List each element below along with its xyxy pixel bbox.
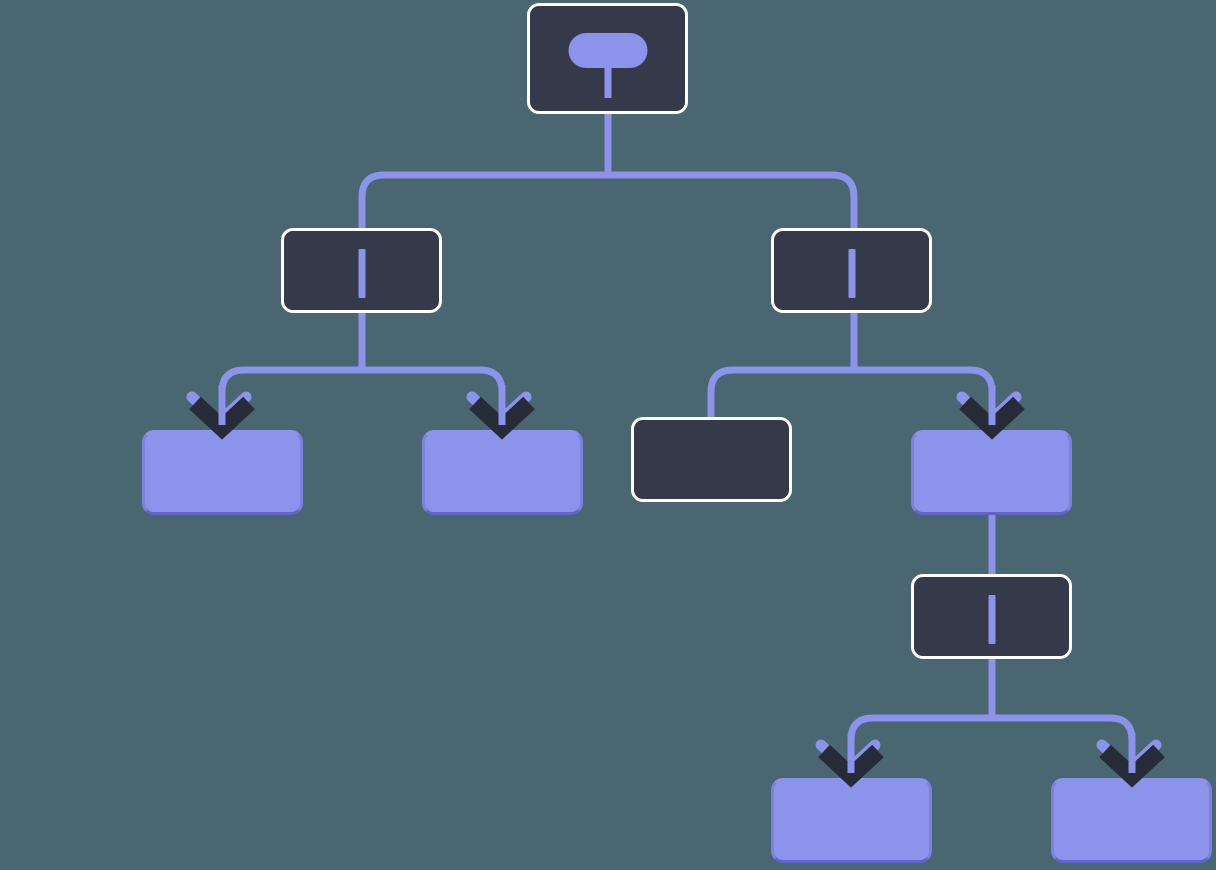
edge-edge-l2right-split (707, 313, 996, 430)
node-root[interactable] (527, 3, 688, 114)
node-l2-left[interactable] (281, 228, 442, 313)
node-inner-connector-line (848, 249, 855, 298)
node-l5-a[interactable] (771, 778, 932, 863)
node-inner-connector-line (358, 249, 365, 298)
node-inner-connector-line (988, 595, 995, 644)
node-l2-right[interactable] (771, 228, 932, 313)
node-pill-badge (568, 33, 647, 68)
node-l3-d[interactable] (911, 430, 1072, 515)
node-l3-a[interactable] (142, 430, 303, 515)
node-l4[interactable] (911, 574, 1072, 659)
node-l3-b[interactable] (422, 430, 583, 515)
edge-edge-root-split (358, 114, 858, 313)
edge-edge-l2left-split (218, 313, 506, 430)
node-l5-b[interactable] (1051, 778, 1212, 863)
edge-edge-l4-split (847, 659, 1136, 778)
node-pill-stem (604, 64, 611, 98)
node-l3-c[interactable] (631, 417, 792, 502)
